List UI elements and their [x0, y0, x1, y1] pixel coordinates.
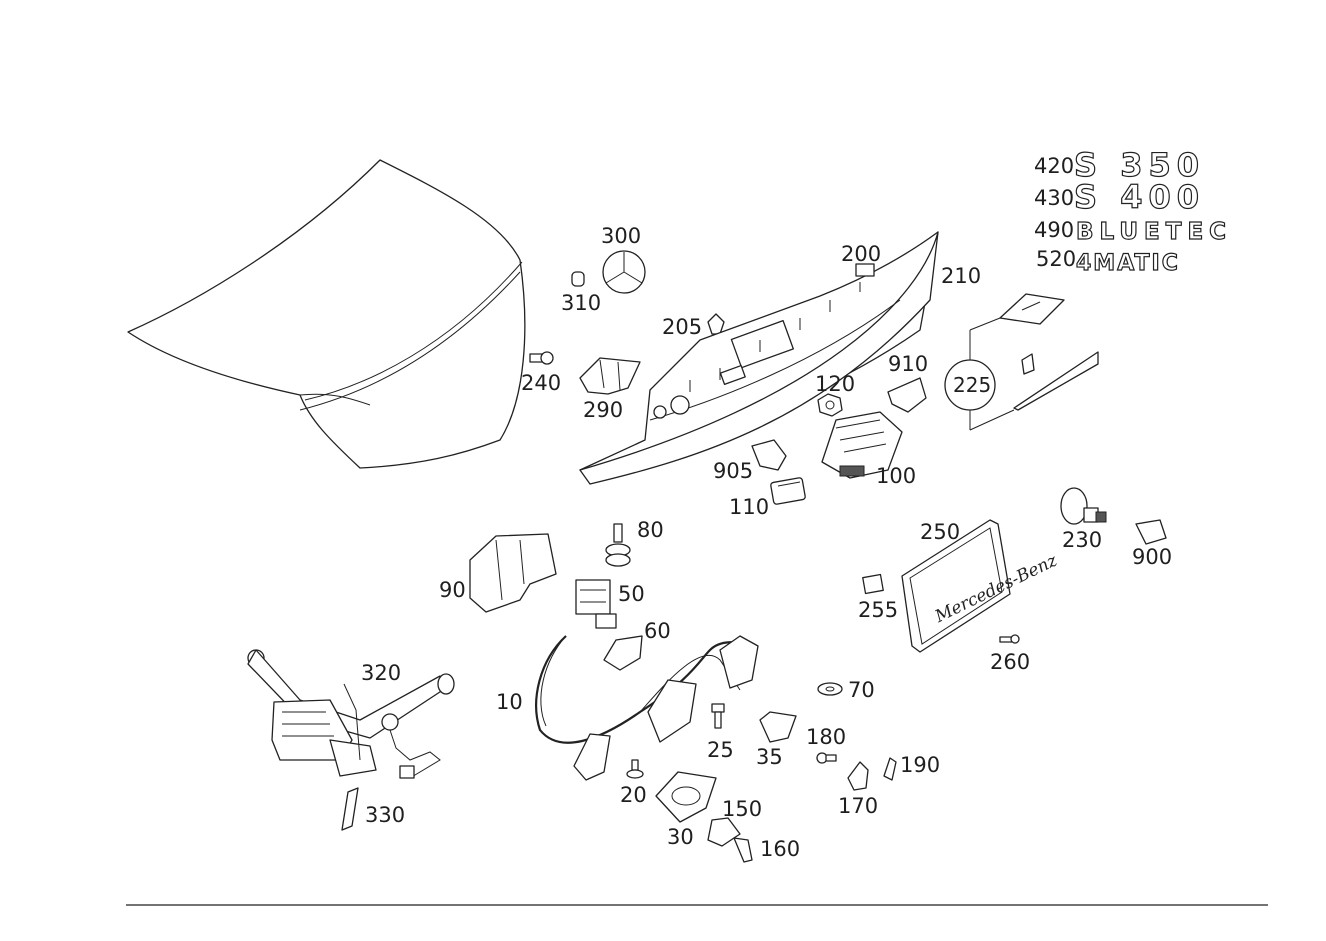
- screw-shape: [711, 703, 725, 729]
- switch-shape: [770, 477, 806, 505]
- part-label-190: 190: [900, 753, 940, 777]
- part-label-210: 210: [941, 264, 981, 288]
- part-label-150: 150: [722, 797, 762, 821]
- bracket-shape: [759, 711, 797, 743]
- part-label-100: 100: [876, 464, 916, 488]
- handle-switch-shape: [603, 635, 643, 671]
- star-clip-shape: [571, 271, 585, 287]
- part-label-250: 250: [920, 520, 960, 544]
- part-label-20: 20: [620, 783, 647, 807]
- part-label-120: 120: [815, 372, 855, 396]
- nut-shape: [817, 393, 843, 417]
- part-label-170: 170: [838, 794, 878, 818]
- trim-assembly: [579, 231, 939, 485]
- detail-circle-shape: [944, 293, 1099, 431]
- part-label-30: 30: [667, 825, 694, 849]
- badge-4matic: 4MATIC: [1076, 251, 1180, 276]
- washer-shape: [817, 682, 843, 696]
- part-label-200: 200: [841, 242, 881, 266]
- part-label-290: 290: [583, 398, 623, 422]
- part-label-310: 310: [561, 291, 601, 315]
- badge-s400: S 400: [1074, 178, 1205, 216]
- part-label-25: 25: [707, 738, 734, 762]
- latch-cover-shape: [655, 771, 717, 823]
- buffer-shape: [605, 523, 631, 567]
- badge-num-430: 430: [1034, 186, 1074, 210]
- part-label-900: 900: [1132, 545, 1172, 569]
- part-label-110: 110: [729, 495, 769, 519]
- part-label-60: 60: [644, 619, 671, 643]
- screw-long-shape: [733, 837, 753, 863]
- clip-shape: [707, 313, 725, 335]
- part-label-905: 905: [713, 459, 753, 483]
- spacer-shape: [862, 573, 884, 595]
- cover-shape: [469, 533, 557, 613]
- part-label-50: 50: [618, 582, 645, 606]
- clip-bracket-shape: [847, 761, 869, 791]
- part-label-320: 320: [361, 661, 401, 685]
- part-label-180: 180: [806, 725, 846, 749]
- part-label-90: 90: [439, 578, 466, 602]
- part-label-330: 330: [365, 803, 405, 827]
- lock-cylinder-shape: [575, 579, 617, 629]
- cable-shape: [535, 635, 759, 781]
- model-badges: 420 S 350 430 S 400 490 BLUETEC 520 4MAT…: [1034, 145, 1232, 276]
- camera-housing-shape: [821, 411, 903, 479]
- foil-light-shape: [1135, 519, 1167, 545]
- closing-drive-shape: [247, 649, 455, 779]
- trunk-lid: [127, 159, 526, 469]
- badge-s350: S 350: [1074, 146, 1205, 184]
- badge-num-490: 490: [1034, 218, 1074, 242]
- screw-small-shape: [816, 752, 837, 764]
- plate-screw-shape: [999, 634, 1020, 644]
- part-label-10: 10: [496, 690, 523, 714]
- part-label-80: 80: [637, 518, 664, 542]
- part-label-35: 35: [756, 745, 783, 769]
- part-label-240: 240: [521, 371, 561, 395]
- badge-bluetec: BLUETEC: [1076, 219, 1232, 245]
- clip-small-shape: [883, 757, 897, 781]
- part-label-225: 225: [953, 373, 991, 397]
- part-label-300: 300: [601, 224, 641, 248]
- star-emblem: [602, 250, 646, 294]
- light-socket-shape: [1060, 487, 1107, 525]
- foil-pad-shape: [887, 377, 927, 413]
- part-label-255: 255: [858, 598, 898, 622]
- part-label-160: 160: [760, 837, 800, 861]
- bolt-shape: [529, 351, 554, 365]
- part-label-205: 205: [662, 315, 702, 339]
- gas-strut-shape: [341, 787, 359, 831]
- part-label-230: 230: [1062, 528, 1102, 552]
- pin-shape: [626, 759, 644, 779]
- striker-shape: [707, 817, 741, 847]
- badge-num-420: 420: [1034, 154, 1074, 178]
- part-label-260: 260: [990, 650, 1030, 674]
- part-label-910: 910: [888, 352, 928, 376]
- foil-pad-small-shape: [751, 439, 787, 471]
- badge-num-520: 520: [1036, 247, 1076, 271]
- hinge-bracket-shape: [579, 357, 641, 395]
- part-label-70: 70: [848, 678, 875, 702]
- part-labels: 300 310 240 290 205 200 210 120 910 905 …: [361, 224, 1172, 861]
